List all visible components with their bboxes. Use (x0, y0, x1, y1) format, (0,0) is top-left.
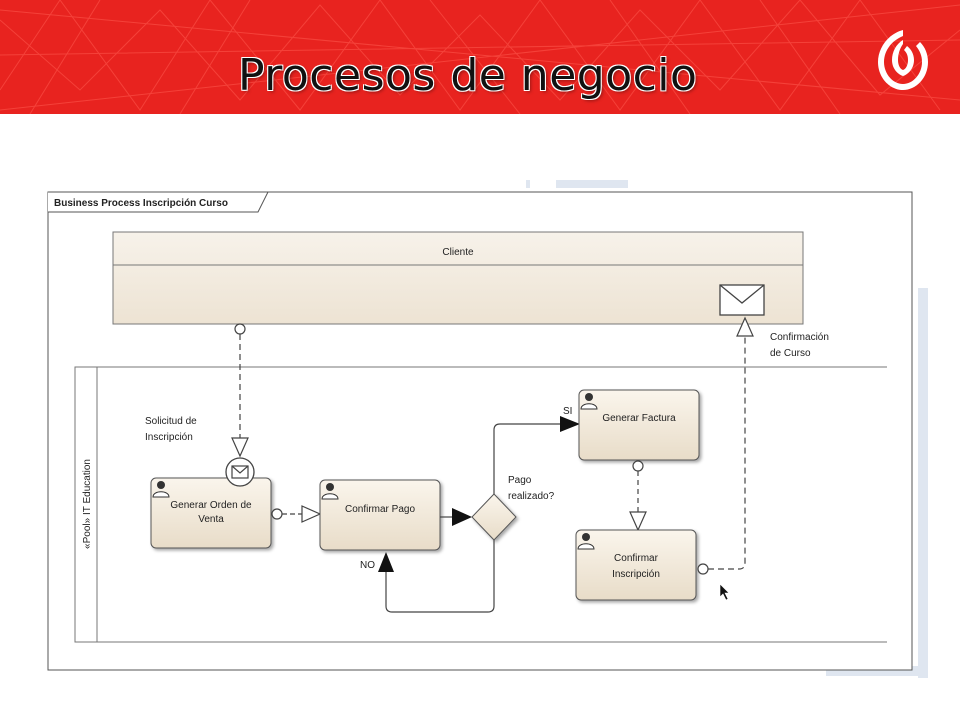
solicitud-label-line2: Inscripción (145, 432, 193, 443)
confirmacion-label-line2: de Curso (770, 348, 811, 359)
task-generar-orden-label-line2: Venta (198, 514, 224, 525)
message-flow-confirmacion (697, 316, 754, 575)
task-generar-orden-label-line1: Generar Orden de (170, 500, 252, 511)
task-confirmar-inscripcion[interactable]: Confirmar Inscripción (575, 529, 697, 601)
banner-pattern (0, 0, 960, 114)
background-decoration (526, 180, 928, 678)
mouse-cursor-icon (719, 583, 730, 601)
user-task-icon (152, 481, 170, 498)
task-confirmar-inscripcion-label-line2: Inscripción (612, 569, 660, 580)
frame-title-tab (48, 191, 269, 213)
flow-orden-to-pago (271, 505, 322, 523)
pool-it-education-label: «Pool» IT Education (82, 459, 93, 549)
flow-factura-to-inscripcion (629, 460, 647, 532)
gateway-label-line1: Pago (508, 475, 532, 486)
confirmacion-label-line1: Confirmación (770, 332, 829, 343)
flow-gateway-si (493, 416, 580, 494)
flow-gateway-no (378, 540, 495, 613)
gateway-no-label: NO (360, 560, 375, 571)
task-generar-factura[interactable]: Generar Factura (578, 389, 700, 461)
message-envelope-icon (719, 284, 765, 316)
user-task-icon (580, 393, 598, 410)
pool-cliente[interactable]: Cliente (112, 231, 804, 325)
user-task-icon (577, 533, 595, 550)
task-confirmar-pago-label: Confirmar Pago (345, 504, 415, 515)
university-logo-icon (878, 30, 928, 90)
gateway-label-line2: realizado? (508, 491, 555, 502)
task-confirmar-pago[interactable]: Confirmar Pago (319, 479, 441, 551)
user-task-icon (321, 483, 339, 500)
slide-title: Procesos de negocio (238, 50, 698, 101)
solicitud-label-line1: Solicitud de (145, 416, 197, 427)
message-flow-solicitud (231, 323, 249, 458)
pool-cliente-label: Cliente (442, 247, 474, 258)
frame-title: Business Process Inscripción Curso (54, 198, 228, 209)
header-banner: Procesos de negocio (0, 0, 960, 114)
gateway-yes-label: SI (563, 406, 572, 417)
task-confirmar-inscripcion-label-line1: Confirmar (614, 553, 659, 564)
task-generar-orden-venta[interactable]: Generar Orden de Venta (150, 477, 272, 549)
task-generar-factura-label: Generar Factura (602, 413, 676, 424)
message-start-event-icon (225, 457, 255, 487)
flow-pago-to-gateway (440, 508, 472, 526)
